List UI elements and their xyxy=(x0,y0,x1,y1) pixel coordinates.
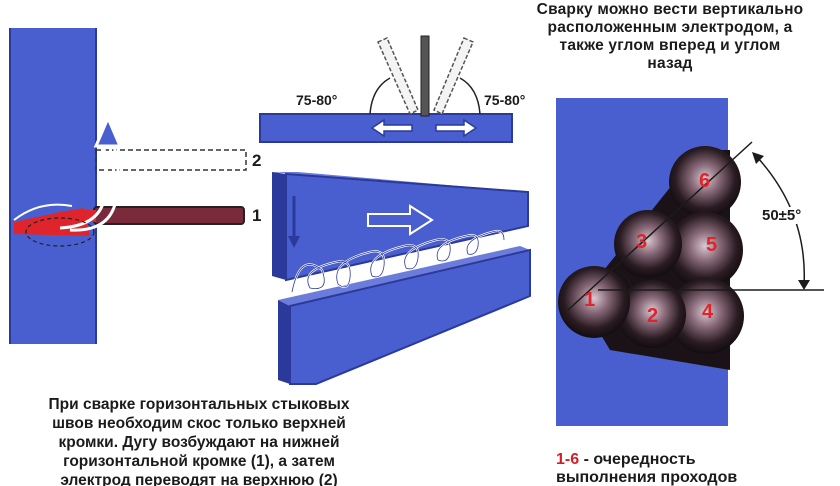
bottom-caption-line: электрод переводят на верхнюю (2) xyxy=(14,473,384,486)
electrode-back-angle xyxy=(378,38,418,114)
pass-number-4: 4 xyxy=(702,302,713,322)
bottom-caption-line: швов необходим скос только верхней xyxy=(14,416,384,435)
upper-plate-end xyxy=(272,172,286,280)
multipass-panel xyxy=(556,98,824,426)
left-panel xyxy=(10,28,246,344)
top-caption-line: расположенным электродом, а xyxy=(505,20,835,38)
bottom-caption: При сварке горизонтальных стыковых швов … xyxy=(14,397,384,486)
pass-number-5: 5 xyxy=(706,235,717,255)
electrode-label-2: 2 xyxy=(252,152,261,169)
groove-angle-label: 50±5° xyxy=(760,207,803,224)
pass-number-6: 6 xyxy=(699,171,710,191)
vertical-plate xyxy=(10,28,96,344)
angle-label-left: 75-80° xyxy=(296,93,337,107)
passes-caption: 1-6 - очередность выполнения проходов xyxy=(556,451,826,486)
electrode-label-1: 1 xyxy=(252,207,261,224)
passes-text-2: выполнения проходов xyxy=(556,469,826,486)
top-caption: Сварку можно вести вертикально расположе… xyxy=(505,2,835,74)
passes-text-1: - очередность xyxy=(579,451,695,468)
lower-plate-end xyxy=(278,300,290,384)
passes-range: 1-6 xyxy=(556,451,579,468)
bead-3 xyxy=(614,210,682,278)
electrode-angle-diagram xyxy=(260,36,512,142)
pass-number-3: 3 xyxy=(636,232,647,252)
angle-arc-left xyxy=(370,78,390,114)
bottom-caption-line: При сварке горизонтальных стыковых xyxy=(14,397,384,416)
angle-arc-right xyxy=(460,78,480,114)
pass-number-2: 2 xyxy=(647,306,658,326)
top-caption-line: также углом вперед и углом xyxy=(505,38,835,56)
butt-joint-diagram xyxy=(272,172,530,384)
vertical-electrode xyxy=(421,36,429,116)
angle-label-right: 75-80° xyxy=(484,93,525,107)
top-caption-line: Сварку можно вести вертикально xyxy=(505,2,835,20)
bottom-caption-line: кромки. Дугу возбуждают на нижней xyxy=(14,435,384,454)
top-caption-line: назад xyxy=(505,56,835,74)
electrode-forward-angle xyxy=(434,38,473,114)
pass-number-1: 1 xyxy=(584,290,595,310)
bottom-caption-line: горизонтальной кромке (1), а затем xyxy=(14,454,384,473)
